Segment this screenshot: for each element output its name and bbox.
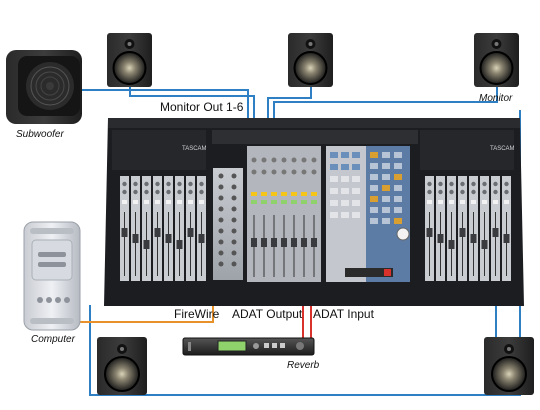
computer-label: Computer xyxy=(31,334,75,345)
io-panel xyxy=(213,168,243,280)
rear-speaker-left xyxy=(97,337,147,395)
console-brand-right: TASCAM xyxy=(490,146,515,152)
mixing-console: TASCAM TASCAM TASCAM xyxy=(104,118,524,306)
firewire-cable xyxy=(72,300,214,323)
cable-subwoofer xyxy=(82,89,249,122)
adat-output-label: ADAT Output xyxy=(232,307,303,321)
adat-cables xyxy=(302,300,312,338)
monitor-speaker-left xyxy=(107,33,152,87)
cable-monitor-center xyxy=(267,86,312,122)
rear-speaker-right xyxy=(484,337,534,395)
subwoofer-label: Subwoofer xyxy=(16,129,64,140)
monitor-out-label: Monitor Out 1-6 xyxy=(160,100,244,114)
subwoofer xyxy=(6,50,82,124)
monitor-label: Monitor xyxy=(479,93,513,104)
monitor-speaker-center xyxy=(288,33,333,87)
console-brand-left: TASCAM xyxy=(182,146,207,152)
reverb-unit xyxy=(182,337,315,356)
transport-buttons xyxy=(345,268,393,277)
left-fader-bank xyxy=(120,176,206,281)
adat-input-label: ADAT Input xyxy=(313,307,374,321)
right-fader-bank xyxy=(425,176,511,281)
cable-monitor-left xyxy=(129,86,255,122)
computer-tower xyxy=(23,221,81,331)
jog-wheel xyxy=(396,227,410,241)
firewire-label: FireWire xyxy=(174,307,220,321)
cable-monitor-right xyxy=(273,86,498,122)
monitor-speaker-right xyxy=(474,33,519,87)
reverb-label: Reverb xyxy=(287,360,320,371)
